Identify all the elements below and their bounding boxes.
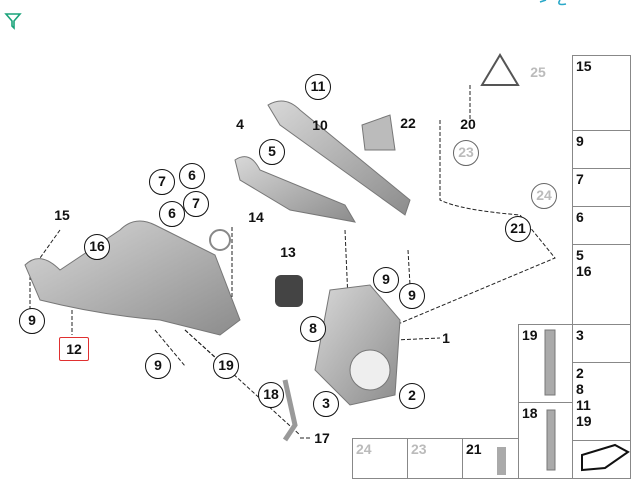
callout-5[interactable]: 5 bbox=[259, 139, 285, 165]
part-cell-23[interactable]: 23 bbox=[407, 438, 463, 479]
callout-25[interactable]: 25 bbox=[530, 64, 546, 80]
link-17 bbox=[282, 379, 298, 442]
callout-13[interactable]: 13 bbox=[280, 244, 296, 260]
callout-22[interactable]: 22 bbox=[400, 115, 416, 131]
part-cell-21[interactable]: 21 bbox=[462, 438, 519, 479]
part-cell-7[interactable]: 7 bbox=[572, 168, 631, 207]
callout-23[interactable]: 23 bbox=[453, 140, 479, 166]
callout-19[interactable]: 19 bbox=[213, 353, 239, 379]
upper-arm-4 bbox=[234, 156, 356, 223]
callout-4[interactable]: 4 bbox=[236, 116, 244, 132]
part-cell-9[interactable]: 9 bbox=[572, 130, 631, 169]
callout-6[interactable]: 6 bbox=[179, 163, 205, 189]
warning-triangle-25 bbox=[480, 53, 520, 86]
callout-15[interactable]: 15 bbox=[54, 207, 70, 223]
callout-9[interactable]: 9 bbox=[373, 267, 399, 293]
part-cell-24[interactable]: 24 bbox=[352, 438, 408, 479]
callout-14[interactable]: 14 bbox=[248, 209, 264, 225]
part-cell-19[interactable]: 19 bbox=[518, 324, 573, 403]
callout-9[interactable]: 9 bbox=[145, 353, 171, 379]
callout-6[interactable]: 6 bbox=[159, 201, 185, 227]
callout-2[interactable]: 2 bbox=[399, 383, 425, 409]
callout-9[interactable]: 9 bbox=[399, 283, 425, 309]
part-cell-3[interactable]: 3 bbox=[572, 324, 631, 363]
lower-control-arm bbox=[24, 220, 241, 336]
top-right-icon[interactable] bbox=[539, 0, 567, 6]
callout-3[interactable]: 3 bbox=[313, 391, 339, 417]
part-cell-18[interactable]: 18 bbox=[518, 402, 573, 479]
part-cell-5-16[interactable]: 5 16 bbox=[572, 244, 631, 325]
callout-1[interactable]: 1 bbox=[442, 330, 450, 346]
callout-12-highlighted[interactable]: 12 bbox=[59, 337, 89, 361]
callout-17[interactable]: 17 bbox=[314, 430, 330, 446]
callout-9[interactable]: 9 bbox=[19, 308, 45, 334]
callout-16[interactable]: 16 bbox=[84, 234, 110, 260]
filter-icon[interactable] bbox=[4, 13, 22, 30]
wheel-carrier bbox=[314, 284, 401, 406]
callout-8[interactable]: 8 bbox=[300, 316, 326, 342]
o-ring-14 bbox=[209, 229, 231, 251]
callout-18[interactable]: 18 bbox=[258, 382, 284, 408]
callout-7[interactable]: 7 bbox=[149, 169, 175, 195]
part-cell-6[interactable]: 6 bbox=[572, 206, 631, 245]
part-cell-2-8-11-19[interactable]: 2 8 11 19 bbox=[572, 362, 631, 441]
callout-7[interactable]: 7 bbox=[183, 191, 209, 217]
callout-10[interactable]: 10 bbox=[312, 117, 328, 133]
callout-11[interactable]: 11 bbox=[305, 74, 331, 100]
part-cell-15[interactable]: 15 bbox=[572, 55, 631, 131]
callout-20[interactable]: 20 bbox=[460, 116, 476, 132]
callout-24[interactable]: 24 bbox=[531, 183, 557, 209]
upper-arm-10 bbox=[267, 100, 411, 216]
rubber-mount-13 bbox=[275, 275, 303, 307]
callout-21[interactable]: 21 bbox=[505, 216, 531, 242]
sensor-22 bbox=[361, 114, 396, 151]
next-arrow-cell[interactable] bbox=[572, 440, 631, 479]
